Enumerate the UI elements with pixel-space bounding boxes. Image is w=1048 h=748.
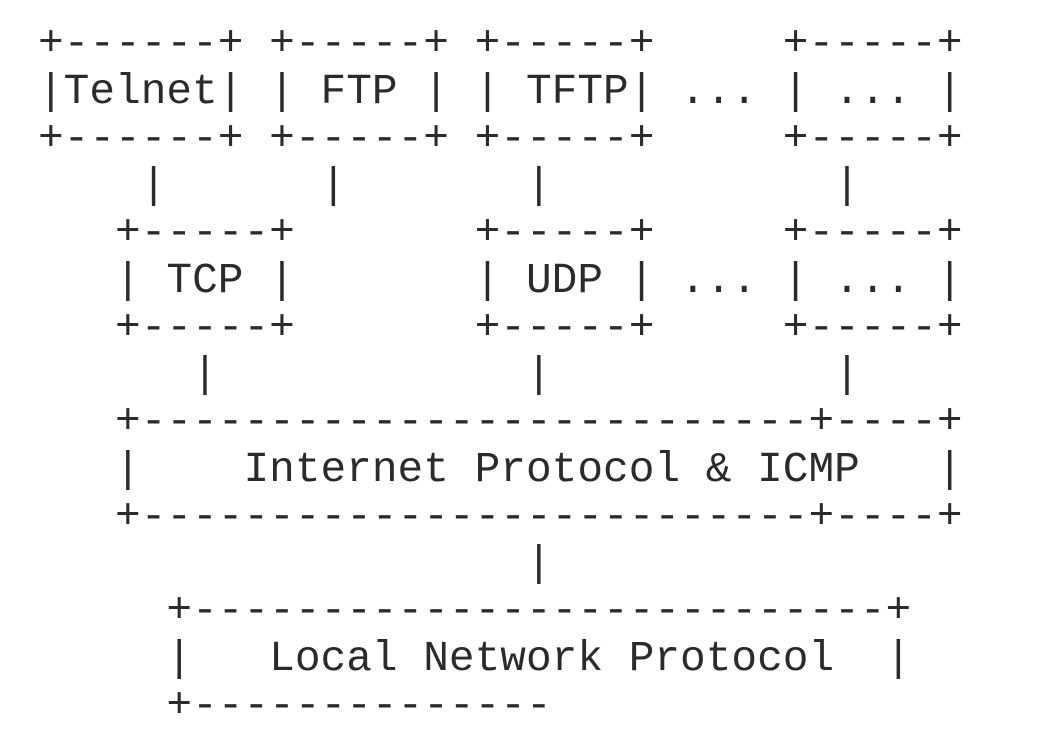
internet-to-link-connector: |: [38, 539, 552, 588]
transport-to-internet-connectors: | | |: [38, 350, 860, 399]
application-layer-labels: |Telnet| | FTP | | TFTP| ... | ... |: [38, 67, 963, 116]
transport-layer-bottom-border: +-----+ +-----+ +-----+: [38, 303, 963, 352]
link-layer-top-border: +---------------------------+: [38, 586, 912, 635]
link-layer-bottom-border: +--------------: [38, 681, 552, 730]
application-layer-top-border: +------+ +-----+ +-----+ +-----+: [38, 19, 963, 68]
transport-layer-labels: | TCP | | UDP | ... | ... |: [38, 256, 963, 305]
internet-layer-top-border: +--------------------------+----+: [38, 397, 963, 446]
watermark-fade: [640, 690, 680, 714]
link-layer-label: | Local Network Protocol |: [38, 634, 912, 683]
transport-layer-top-border: +-----+ +-----+ +-----+: [38, 208, 963, 257]
application-to-transport-connectors: | | | |: [38, 161, 860, 210]
application-layer-bottom-border: +------+ +-----+ +-----+ +-----+: [38, 114, 963, 163]
internet-layer-label: | Internet Protocol & ICMP |: [38, 445, 963, 494]
internet-layer-bottom-border: +--------------------------+----+: [38, 492, 963, 541]
